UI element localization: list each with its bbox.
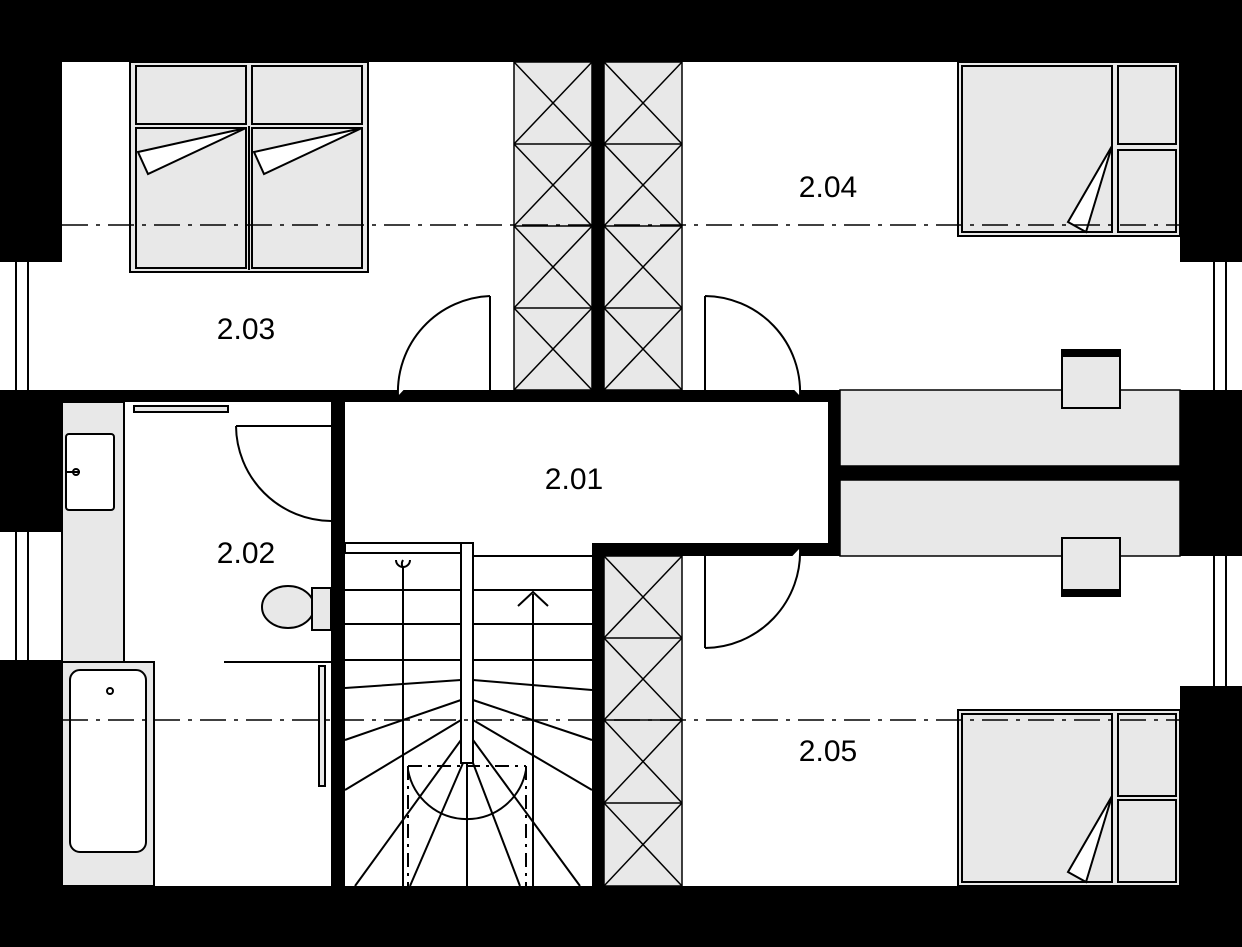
bathtub-inner (69, 669, 147, 853)
reference-lines (62, 224, 1180, 721)
single-bed-south (957, 709, 1181, 887)
towel-rail (133, 405, 229, 413)
door-2-04 (704, 295, 802, 402)
floor-hall-2-01 (345, 402, 828, 543)
desks (1061, 349, 1121, 597)
door-2-03 (396, 295, 491, 402)
closet-fills (839, 389, 1181, 557)
doors (235, 295, 802, 649)
tub-drain (106, 687, 114, 695)
door-2-02 (235, 425, 332, 522)
windows (15, 262, 1227, 686)
double-bed (129, 61, 369, 273)
single-bed-north (957, 61, 1181, 237)
interior-walls (62, 62, 1180, 886)
toilet-bowl (261, 585, 315, 629)
door-2-05 (704, 543, 802, 649)
toilet-tank (311, 587, 332, 631)
shower-screen (318, 665, 326, 787)
window-bays (0, 262, 1242, 686)
label-room-2-04: 2.04 (799, 171, 857, 204)
label-room-2-03: 2.03 (217, 313, 275, 346)
bathroom-fixtures (61, 401, 332, 887)
wardrobes (513, 61, 683, 887)
label-room-2-05: 2.05 (799, 735, 857, 768)
label-hall-2-01: 2.01 (545, 463, 603, 496)
label-room-2-02: 2.02 (217, 537, 275, 570)
